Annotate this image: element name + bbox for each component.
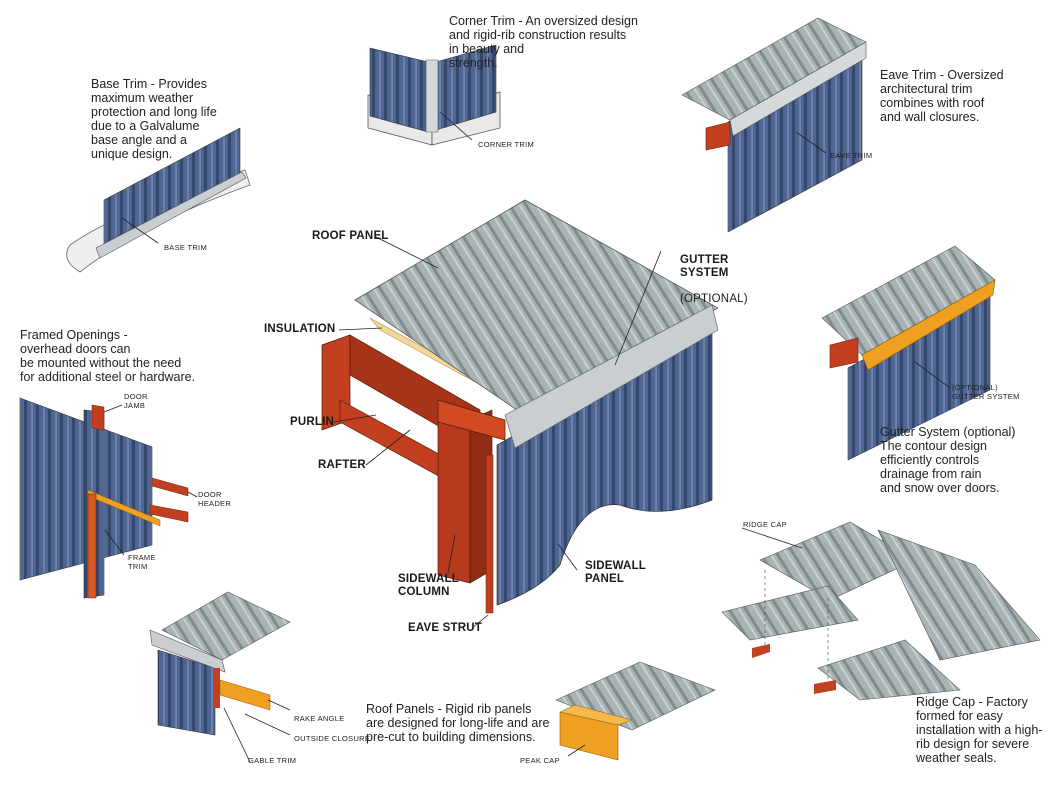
rake-gable-illustration — [149, 591, 291, 736]
peak-cap-label: PEAK CAP — [520, 756, 560, 765]
gutter-system-small-label: (OPTIONAL) GUTTER SYSTEM — [952, 383, 1020, 401]
base-trim-label: BASE TRIM — [164, 243, 207, 252]
rake-angle-label: RAKE ANGLE — [294, 714, 345, 723]
ridge-cap-illustration — [721, 521, 1041, 701]
gutter-system-label: GUTTER SYSTEM (OPTIONAL) — [680, 241, 748, 306]
insulation-label: INSULATION — [264, 323, 336, 335]
main-building-illustration — [321, 199, 719, 614]
ridge-cap-small-label: RIDGE CAP — [743, 520, 787, 529]
ridge-cap-description: Ridge Cap - Factory formed for easy inst… — [916, 695, 1043, 765]
gable-trim-label: GABLE TRIM — [248, 756, 297, 765]
corner-trim-label: CORNER TRIM — [478, 140, 535, 149]
gutter-system-label-text: GUTTER SYSTEM — [680, 254, 729, 279]
door-jamb-label: DOOR JAMB — [124, 392, 148, 410]
eave-trim-description: Eave Trim - Oversized architectural trim… — [880, 68, 1004, 124]
sidewall-panel-label: SIDEWALL PANEL — [585, 560, 647, 585]
outside-closure-label: OUTSIDE CLOSURE — [294, 734, 371, 743]
corner-trim-description: Corner Trim - An oversized design and ri… — [449, 14, 638, 70]
corner-trim-illustration — [367, 44, 501, 146]
framed-openings-description: Framed Openings - overhead doors can be … — [20, 328, 196, 384]
peak-cap-illustration — [555, 661, 716, 761]
roof-panel-label: ROOF PANEL — [312, 230, 389, 242]
rafter-label: RAFTER — [318, 459, 366, 471]
eave-trim-illustration — [681, 17, 867, 233]
eave-strut-label: EAVE STRUT — [408, 622, 482, 634]
base-trim-illustration — [66, 127, 251, 273]
leader-lines — [103, 111, 951, 763]
base-trim-description: Base Trim - Provides maximum weather pro… — [91, 77, 217, 161]
frame-trim-label: FRAME TRIM — [128, 553, 156, 571]
gutter-optional-label: (OPTIONAL) — [680, 293, 748, 305]
sidewall-column-label: SIDEWALL COLUMN — [398, 573, 460, 598]
framed-openings-illustration — [19, 397, 189, 599]
roof-panels-description: Roof Panels - Rigid rib panels are desig… — [366, 702, 550, 744]
eave-trim-label: EAVE TRIM — [830, 151, 873, 160]
gutter-system-illustration — [821, 245, 996, 461]
purlin-label: PURLIN — [290, 416, 335, 428]
gutter-system-description: Gutter System (optional) The contour des… — [880, 425, 1016, 495]
door-header-label: DOOR HEADER — [198, 490, 232, 508]
